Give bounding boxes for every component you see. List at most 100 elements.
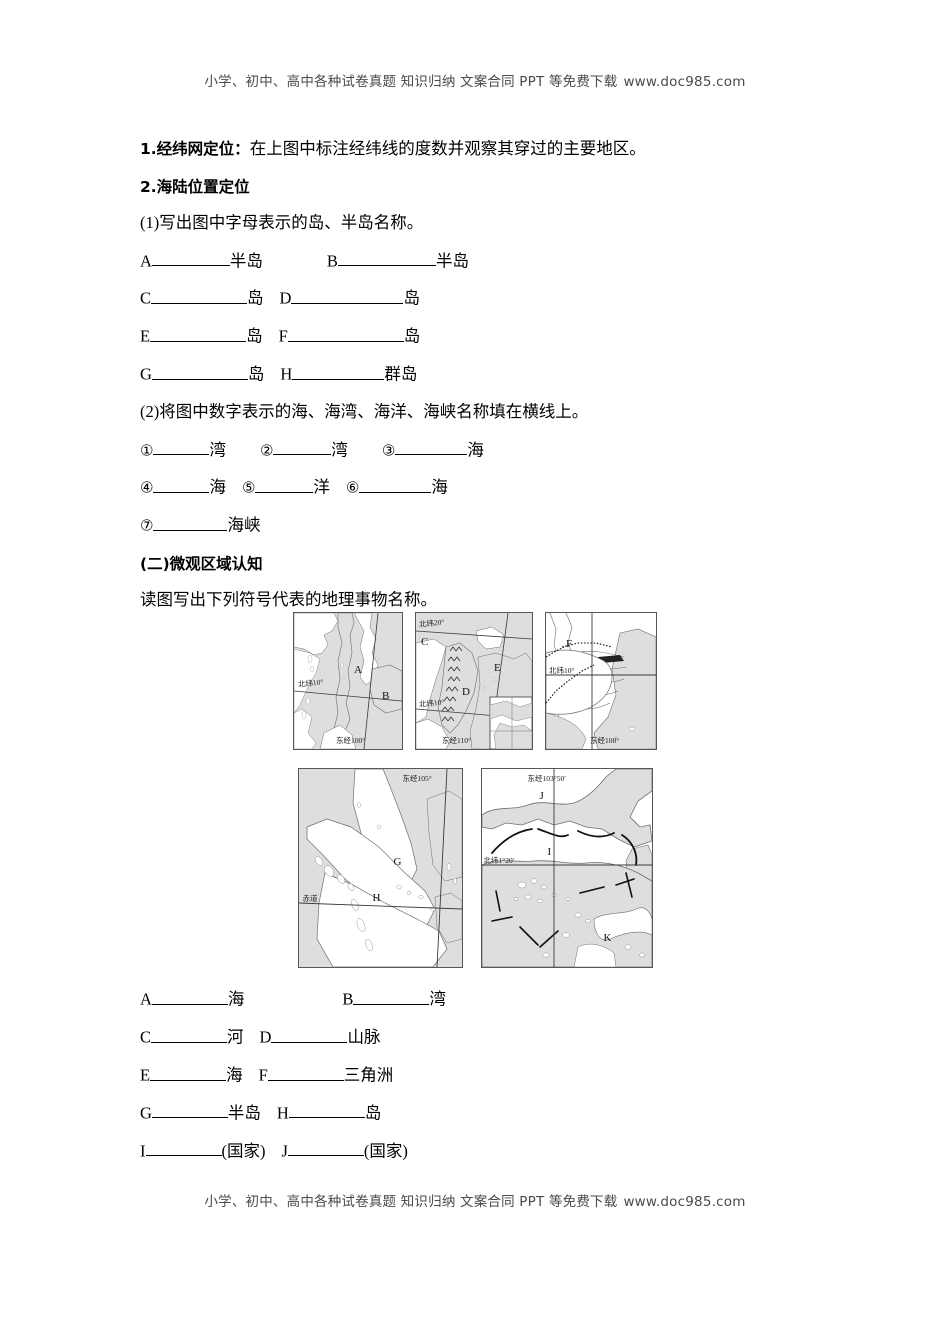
blank-input-h[interactable]: [292, 363, 385, 381]
blank-input-4[interactable]: [153, 476, 210, 494]
map3-coord-lon: 东经108°: [590, 736, 620, 745]
answer-suffix-j: (国家): [363, 1141, 408, 1161]
blank-label-7: ⑦: [140, 517, 154, 536]
map1-label-a: A: [354, 664, 362, 676]
answer-input-f[interactable]: [267, 1064, 344, 1081]
blank-suffix-7: 海峡: [227, 516, 261, 536]
map5-label-k: K: [603, 932, 612, 944]
blank-input-d[interactable]: [291, 287, 404, 305]
answer-label-g: G: [140, 1103, 152, 1123]
blank-input-2[interactable]: [273, 439, 332, 456]
question-1: 1.经纬网定位：在上图中标注经纬线的度数并观察其穿过的主要地区。: [140, 138, 820, 160]
blank-label-6: ⑥: [345, 479, 360, 498]
blank-input-5[interactable]: [255, 476, 314, 494]
question-2-1-prompt: (1)写出图中字母表示的岛、半岛名称。: [140, 213, 424, 233]
blank-label-f: F: [278, 327, 288, 347]
blank-suffix-4: 海: [209, 478, 226, 498]
question-content: 1.经纬网定位：在上图中标注经纬线的度数并观察其穿过的主要地区。 2.海陆位置定…: [140, 138, 820, 627]
map3-coord-lat: 北纬10°: [549, 666, 575, 675]
answer-input-b[interactable]: [353, 988, 430, 1005]
answer-input-e[interactable]: [150, 1064, 227, 1081]
blank-input-1[interactable]: [153, 439, 210, 456]
question-1-text: 在上图中标注经纬线的度数并观察其穿过的主要地区。: [249, 139, 646, 158]
map4-label-h: H: [372, 892, 381, 904]
answer-label-j: J: [281, 1141, 288, 1161]
answer-suffix-i: (国家): [221, 1141, 266, 1161]
answer-input-a[interactable]: [151, 988, 228, 1005]
question-2-heading: 2.海陆位置定位: [140, 178, 250, 197]
answer-input-j[interactable]: [287, 1140, 364, 1157]
blank-label-1: ①: [140, 441, 154, 460]
blank-label-2: ②: [259, 441, 274, 460]
map1-coord-lon: 东经100°: [336, 736, 366, 745]
answer-input-d[interactable]: [271, 1026, 348, 1043]
map4-coord-lon: 东经105°: [402, 774, 432, 783]
blank-suffix-e: 岛: [246, 327, 263, 347]
blank-suffix-d: 岛: [403, 289, 420, 309]
blank-label-h: H: [280, 365, 293, 385]
answer-input-c[interactable]: [151, 1026, 228, 1043]
blank-input-f[interactable]: [287, 325, 404, 343]
blank-suffix-h: 群岛: [384, 365, 418, 385]
blank-label-c: C: [140, 289, 152, 309]
footer-watermark-text: 小学、初中、高中各种试卷真题 知识归纳 文案合同 PPT 等免费下载: [204, 1194, 618, 1210]
map-row-top: A B 北纬10° 东经100°: [0, 612, 950, 750]
blank-suffix-6: 海: [431, 478, 448, 498]
map5-label-i: I: [547, 846, 552, 858]
blank-label-g: G: [140, 365, 152, 385]
map5-coord-lat: 北纬1°20′: [483, 856, 515, 865]
map-row-bottom: G H 赤道 东经105°: [0, 768, 950, 968]
blank-input-c[interactable]: [151, 287, 248, 305]
blank-input-a[interactable]: [151, 250, 230, 267]
answer-label-c: C: [140, 1027, 152, 1047]
map-panel-3: F 北纬10° 东经108°: [545, 612, 657, 750]
answer-suffix-d: 山脉: [347, 1027, 381, 1047]
answer-row-ij: I (国家) J (国家): [140, 1140, 820, 1163]
blank-input-g[interactable]: [151, 363, 248, 381]
section-2-heading: (二)微观区域认知: [140, 555, 263, 574]
blank-input-e[interactable]: [150, 325, 247, 343]
map2-label-d: D: [462, 686, 470, 698]
blank-suffix-f: 岛: [403, 327, 421, 347]
question-1-number: 1.经纬网定位：: [140, 140, 250, 158]
blank-row-7: ⑦ 海峡: [140, 514, 820, 537]
blank-suffix-b: 半岛: [435, 251, 469, 271]
blank-label-3: ③: [381, 441, 396, 460]
blank-input-3[interactable]: [395, 439, 468, 456]
blank-suffix-2: 湾: [331, 440, 348, 460]
blank-label-d: D: [279, 289, 292, 309]
header-watermark-text: 小学、初中、高中各种试卷真题 知识归纳 文案合同 PPT 等免费下载: [204, 74, 618, 90]
header-watermark-url: www.doc985.com: [623, 74, 746, 90]
blank-input-7[interactable]: [153, 514, 228, 532]
map3-label-f: F: [566, 638, 573, 650]
answer-suffix-g: 半岛: [227, 1103, 261, 1123]
map-figure-group: A B 北纬10° 东经100°: [0, 612, 950, 968]
answer-suffix-a: 海: [227, 989, 245, 1009]
blank-label-5: ⑤: [241, 479, 256, 498]
map-panel-5: I J K 东经103°50′ 北纬1°20′: [480, 768, 653, 968]
map2-label-c: C: [421, 636, 429, 648]
blank-suffix-g: 岛: [247, 365, 265, 385]
question-2-2-prompt: (2)将图中数字表示的海、海湾、海洋、海峡名称填在横线上。: [140, 402, 589, 422]
blank-input-6[interactable]: [359, 476, 432, 494]
map2-label-e: E: [494, 662, 501, 674]
blank-suffix-3: 海: [467, 440, 484, 460]
answer-input-g[interactable]: [151, 1102, 228, 1119]
answer-suffix-e: 海: [226, 1065, 243, 1085]
answer-input-h[interactable]: [288, 1102, 365, 1119]
answer-label-f: F: [258, 1065, 268, 1085]
blank-label-4: ④: [140, 479, 154, 498]
answer-label-i: I: [140, 1141, 146, 1161]
blank-input-b[interactable]: [337, 250, 436, 267]
answer-suffix-c: 河: [227, 1027, 244, 1047]
answer-input-i[interactable]: [145, 1140, 222, 1157]
answer-suffix-f: 三角洲: [343, 1065, 394, 1085]
answer-suffix-b: 湾: [429, 989, 446, 1009]
